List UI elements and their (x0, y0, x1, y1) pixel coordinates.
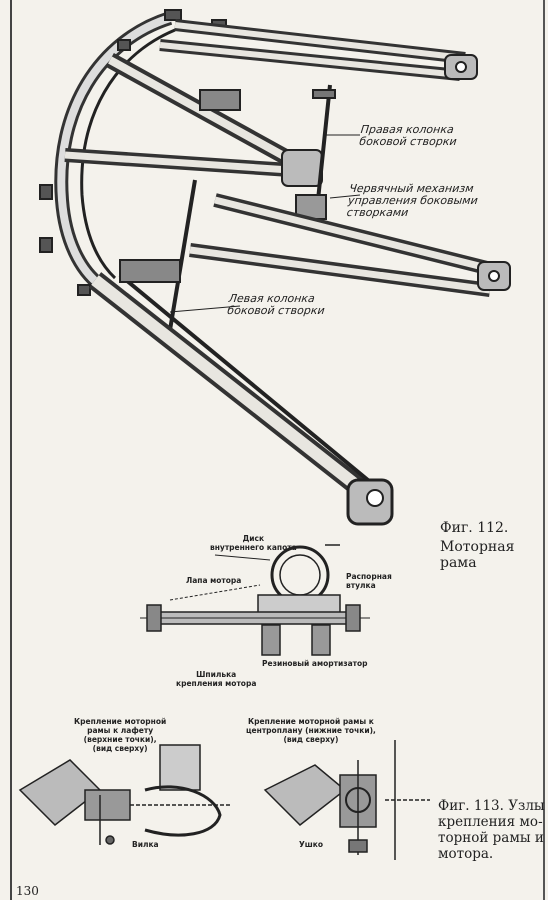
label-fork: Вилка (132, 840, 159, 849)
label-left-column: Левая колонка боковой створки (226, 292, 326, 317)
fig112-caption-title: Моторная рама (440, 539, 515, 571)
damper-assembly-drawing (140, 544, 370, 656)
label-upper-mount: Крепление моторной рамы к лафету (верхни… (74, 717, 167, 753)
eye-mount-drawing (263, 740, 430, 860)
label-worm-mechanism: Червячный механизм управления боковыми с… (346, 182, 479, 219)
page-border-left (10, 0, 12, 900)
fig112-caption-number: Фиг. 112. (440, 520, 509, 536)
label-inner-cowl-disk: Диск внутреннего капота (210, 534, 297, 552)
page-number: 130 (16, 884, 39, 898)
label-right-column: Правая колонка боковой створки (358, 123, 458, 148)
label-motor-paw: Лапа мотора (186, 576, 242, 585)
page-border-right (543, 0, 545, 900)
fig113-caption: Фиг. 113. Узлы крепления мо- торной рамы… (438, 798, 545, 862)
label-eye: Ушко (299, 840, 323, 849)
label-lower-mount: Крепление моторной рамы к центроплану (н… (246, 717, 376, 744)
label-spacer-sleeve: Распорная втулка (346, 572, 392, 590)
label-rubber-damper: Резиновый амортизатор (262, 659, 368, 668)
fork-mount-drawing (18, 744, 230, 845)
label-motor-stud: Шпилька крепления мотора (176, 670, 257, 688)
